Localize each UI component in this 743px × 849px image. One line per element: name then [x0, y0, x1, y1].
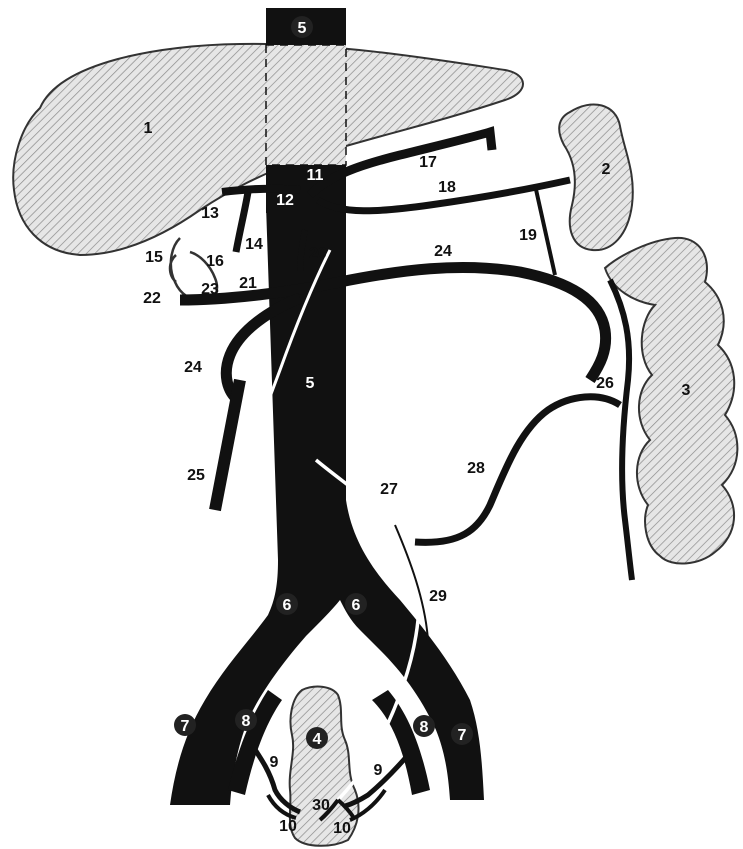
label-8-right: 8: [420, 719, 429, 736]
label-26: 26: [596, 375, 614, 392]
label-5-top: 5: [298, 20, 307, 37]
vein-28: [415, 397, 620, 543]
label-10-left: 10: [279, 818, 297, 835]
badge-6-right: 6: [345, 593, 367, 615]
label-13: 13: [201, 205, 219, 222]
vein-26: [610, 280, 632, 580]
label-3: 3: [682, 382, 691, 399]
label-6-right: 6: [352, 597, 361, 614]
label-23: 23: [201, 281, 219, 298]
label-17: 17: [419, 154, 437, 171]
badge-6-left: 6: [276, 593, 298, 615]
label-9-left: 9: [270, 754, 279, 771]
label-8-left: 8: [242, 713, 251, 730]
label-15: 15: [145, 249, 163, 266]
label-24-top: 24: [434, 243, 452, 260]
label-22: 22: [143, 290, 161, 307]
label-16: 16: [206, 253, 224, 270]
label-20: 20: [309, 245, 327, 262]
cava-liver-outline: [266, 45, 346, 165]
label-18: 18: [438, 179, 456, 196]
label-25: 25: [187, 467, 205, 484]
vein-25: [215, 380, 240, 510]
label-10-right: 10: [333, 820, 351, 837]
badge-4: 4: [306, 727, 328, 749]
badge-5-top: 5: [291, 16, 313, 38]
badge-8-right: 8: [413, 715, 435, 737]
badge-8-left: 8: [235, 709, 257, 731]
gastric-vein: [535, 185, 555, 275]
label-7-right: 7: [458, 727, 467, 744]
label-14: 14: [245, 236, 263, 253]
label-27: 27: [380, 481, 398, 498]
label-1: 1: [144, 120, 153, 137]
label-21: 21: [239, 275, 257, 292]
label-7-left: 7: [181, 718, 190, 735]
badge-7-right: 7: [451, 723, 473, 745]
label-5-mid: 5: [306, 375, 315, 392]
label-28: 28: [467, 460, 485, 477]
label-9-right: 9: [374, 762, 383, 779]
badge-7-left: 7: [174, 714, 196, 736]
label-11: 11: [307, 167, 324, 184]
label-24-left: 24: [184, 359, 202, 376]
label-30: 30: [312, 797, 330, 814]
label-12: 12: [276, 192, 294, 209]
label-6-left: 6: [283, 597, 292, 614]
label-4: 4: [313, 731, 322, 748]
spleen: [559, 104, 633, 250]
label-29: 29: [429, 588, 447, 605]
label-19: 19: [519, 227, 537, 244]
label-2: 2: [602, 161, 611, 178]
